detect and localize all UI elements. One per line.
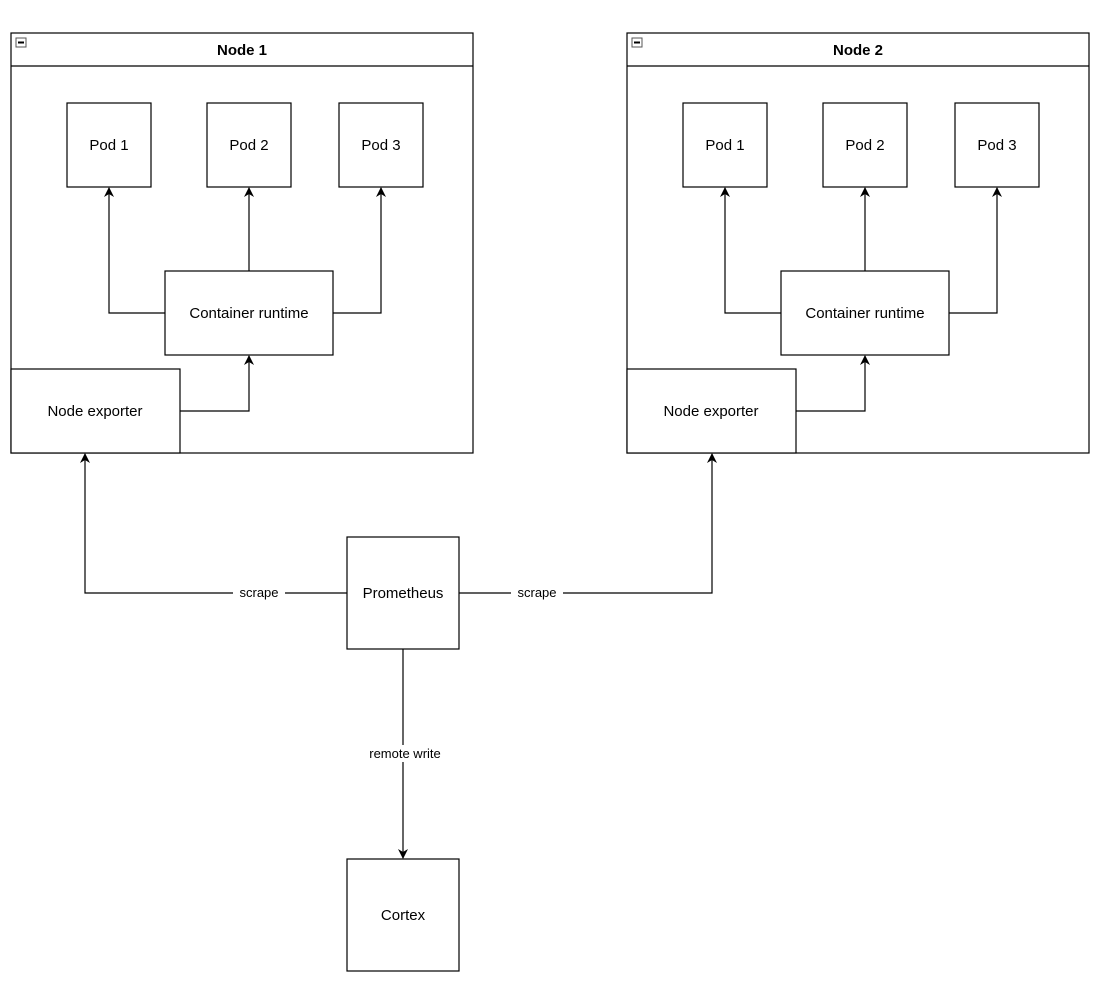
node-2-title: Node 2 <box>833 42 883 59</box>
node-1-pod-2[interactable] <box>206 102 292 188</box>
node-1-container-runtime-label: Container runtime <box>189 305 308 322</box>
node-2-pod-2-label: Pod 2 <box>845 137 884 154</box>
node-1-node-exporter[interactable] <box>10 368 181 454</box>
node-2-edge-runtime-pod-3 <box>949 187 1002 314</box>
edge-label-bg-remote-write <box>360 745 446 762</box>
edge-label-scrape-right: scrape <box>517 585 556 600</box>
cortex-label: Cortex <box>381 907 426 924</box>
node-2-pod-1-label: Pod 1 <box>705 137 744 154</box>
node-1-pod-3[interactable] <box>338 102 424 188</box>
node-1-pod-1-label: Pod 1 <box>89 137 128 154</box>
node-1-edge-exporter-runtime <box>180 355 254 412</box>
node-1-edge-runtime-pod-1 <box>104 187 165 314</box>
cortex-box[interactable] <box>346 858 460 972</box>
node-2-pod-3[interactable] <box>954 102 1040 188</box>
edge-label-scrape-left: scrape <box>239 585 278 600</box>
node-2-pod-2[interactable] <box>822 102 908 188</box>
prometheus-label: Prometheus <box>363 585 444 602</box>
node-2-node-exporter[interactable] <box>626 368 797 454</box>
node-2-container-runtime-label: Container runtime <box>805 305 924 322</box>
node-2-node-exporter-label: Node exporter <box>663 403 758 420</box>
node-1-pod-1[interactable] <box>66 102 152 188</box>
collapse-icon[interactable] <box>15 37 27 48</box>
node-1-container[interactable]: Node 1 Pod 1 Pod 2 Pod 3 Container runti… <box>10 32 474 454</box>
edge-prometheus-scrape-node-1 <box>80 453 347 594</box>
edge-prometheus-scrape-node-2 <box>459 453 717 594</box>
node-1-node-exporter-label: Node exporter <box>47 403 142 420</box>
edge-label-bg-scrape-right <box>511 584 563 601</box>
node-2-pod-3-label: Pod 3 <box>977 137 1016 154</box>
edge-label-bg-scrape-left <box>233 584 285 601</box>
node-2-container-runtime[interactable] <box>780 270 950 356</box>
node-2-container[interactable]: Node 2 Pod 1 Pod 2 Pod 3 Container runti… <box>626 32 1090 454</box>
node-1-title: Node 1 <box>217 42 267 59</box>
node-1-pod-2-label: Pod 2 <box>229 137 268 154</box>
node-1-container-runtime[interactable] <box>164 270 334 356</box>
node-2-edge-runtime-pod-1 <box>720 187 781 314</box>
prometheus-box[interactable] <box>346 536 460 650</box>
node-2-edge-exporter-runtime <box>796 355 870 412</box>
collapse-icon[interactable] <box>631 37 643 48</box>
edge-label-remote-write: remote write <box>369 746 441 761</box>
node-1-edge-runtime-pod-3 <box>333 187 386 314</box>
node-1-pod-3-label: Pod 3 <box>361 137 400 154</box>
